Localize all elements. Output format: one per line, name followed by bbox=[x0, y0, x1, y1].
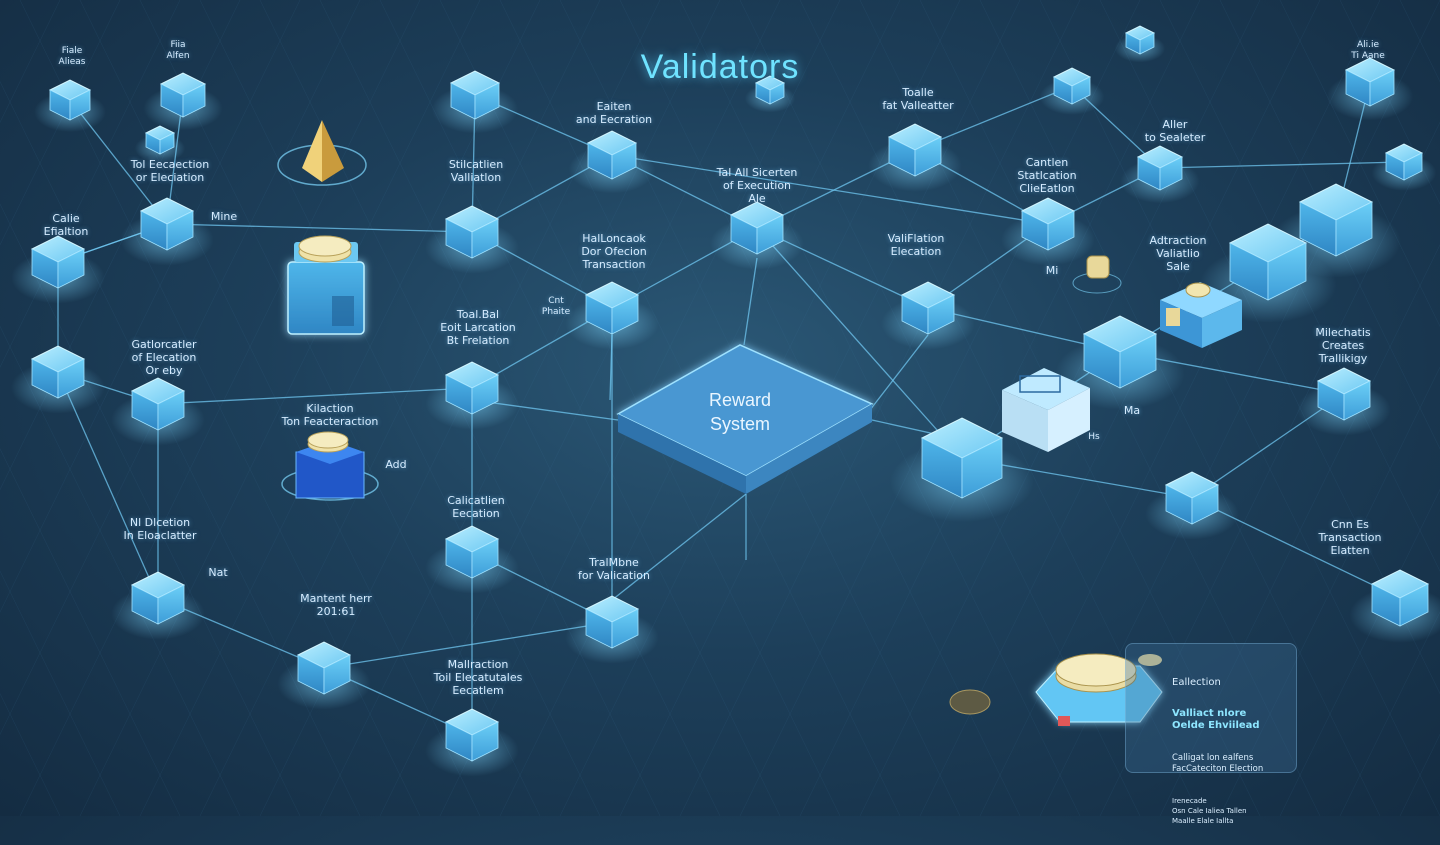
label-milechatis: Milechatis Creates Trallikigy bbox=[1315, 326, 1371, 365]
cube-node-icon[interactable] bbox=[1020, 197, 1076, 251]
validator-nodes bbox=[30, 25, 1430, 762]
data-server-icon bbox=[1002, 368, 1090, 452]
legend-panel bbox=[1125, 643, 1297, 773]
label-kilaction: Kilaction Ton Feacteraction bbox=[281, 402, 379, 428]
reward-line-2: System bbox=[709, 414, 770, 434]
label-mine: Mine bbox=[210, 210, 238, 223]
cube-node-icon[interactable] bbox=[1370, 569, 1430, 627]
label-calie: Calie Efialtion bbox=[43, 212, 89, 238]
cube-node-icon[interactable] bbox=[159, 72, 207, 118]
legend-line-3: Calligat lon ealfens FacCateciton Electi… bbox=[1172, 753, 1264, 774]
label-add: Add bbox=[385, 458, 407, 471]
cube-node-icon[interactable] bbox=[1124, 25, 1156, 55]
label-tol-eecaection: Tol Eecaection or Eleciation bbox=[130, 158, 210, 184]
cube-node-icon[interactable] bbox=[130, 377, 186, 431]
cube-node-icon[interactable] bbox=[729, 201, 785, 255]
label-fiia: Fiia Alfen bbox=[166, 40, 190, 61]
cube-node-icon[interactable] bbox=[30, 235, 86, 289]
label-stilcatlien: Stilcatlien Valliatlon bbox=[448, 158, 504, 184]
cube-node-icon[interactable] bbox=[444, 361, 500, 415]
cube-node-icon[interactable] bbox=[1228, 223, 1308, 301]
reward-line-1: Reward bbox=[708, 390, 772, 410]
label-toalbal: Toal.Bal Eoit Larcation Bt Frelation bbox=[440, 308, 516, 347]
cube-node-icon[interactable] bbox=[920, 417, 1004, 499]
coin-jar-icon bbox=[287, 235, 365, 335]
label-cantlen: Cantlen Statlcation ClieEatlon bbox=[1017, 156, 1077, 195]
big-coin-platform-icon bbox=[949, 653, 1163, 726]
network-diagram bbox=[0, 0, 1440, 816]
cube-node-icon[interactable] bbox=[584, 281, 640, 335]
label-toalle: Toalle fat Valleatter bbox=[882, 86, 954, 112]
label-adtraction: Adtraction Valiatlio Sale bbox=[1149, 234, 1207, 273]
label-mallraction: Mallraction Toil Elecatutales Eecatlem bbox=[433, 658, 523, 697]
cube-node-icon[interactable] bbox=[130, 571, 186, 625]
label-ma: Ma bbox=[1123, 404, 1141, 417]
label-calicatlien: Calicatlien Eecation bbox=[447, 494, 505, 520]
label-hal: HalLoncaok Dor Ofecion Transaction bbox=[581, 232, 647, 271]
label-nl-dlcetion: Nl Dlcetion In Eloaclatter bbox=[123, 516, 197, 542]
cube-node-icon[interactable] bbox=[1298, 183, 1374, 257]
cube-node-icon[interactable] bbox=[1136, 145, 1184, 191]
cube-node-icon[interactable] bbox=[444, 205, 500, 259]
cube-node-icon[interactable] bbox=[444, 525, 500, 579]
label-aliie: Ali.ie Ti Aane bbox=[1351, 40, 1385, 61]
cube-node-icon[interactable] bbox=[144, 125, 176, 155]
legend-text: Eallection Valliact nlore Oelde Ehviilea… bbox=[1172, 658, 1292, 845]
coin-token-icon bbox=[1072, 255, 1122, 294]
label-nat: Nat bbox=[208, 566, 228, 579]
cube-node-icon[interactable] bbox=[1052, 67, 1092, 105]
legend-line-1: Eallection bbox=[1172, 677, 1221, 688]
cube-node-icon[interactable] bbox=[48, 79, 92, 121]
label-mi: Mi bbox=[1045, 264, 1059, 277]
cube-node-icon[interactable] bbox=[1164, 471, 1220, 525]
pyramid-icon bbox=[277, 120, 367, 186]
label-mantent: Mantent herr 201:61 bbox=[300, 592, 372, 618]
reward-system-label[interactable]: Reward System bbox=[640, 388, 840, 436]
cube-node-icon[interactable] bbox=[1344, 57, 1396, 107]
cube-node-icon[interactable] bbox=[30, 345, 86, 399]
cube-node-icon[interactable] bbox=[584, 595, 640, 649]
label-eaiten: Eaiten and Eecration bbox=[575, 100, 653, 126]
label-hs: Hs bbox=[1088, 432, 1100, 442]
legend-line-4: Irenecade Osn Cale Ialiea Tallen Maalle … bbox=[1172, 797, 1247, 825]
label-tal-all: Tal All Sicerten of Execution Ale bbox=[716, 166, 798, 205]
label-trallmbne: TralMbne for Valication bbox=[577, 556, 651, 582]
wallet-device-icon bbox=[1160, 282, 1242, 348]
cube-node-icon[interactable] bbox=[1082, 315, 1158, 389]
reward-system-platform[interactable] bbox=[616, 344, 874, 494]
label-fiale: Fiale Alieas bbox=[58, 46, 86, 67]
cube-node-icon[interactable] bbox=[1316, 367, 1372, 421]
legend-line-2: Valliact nlore Oelde Ehviilead bbox=[1172, 708, 1260, 731]
cube-node-icon[interactable] bbox=[444, 708, 500, 762]
label-valiflation: ValiFlation Elecation bbox=[887, 232, 945, 258]
cube-node-icon[interactable] bbox=[887, 123, 943, 177]
cube-node-icon[interactable] bbox=[296, 641, 352, 695]
cube-node-icon[interactable] bbox=[1384, 143, 1424, 181]
label-cnt: Cnt Phaite bbox=[541, 296, 571, 317]
cube-node-icon[interactable] bbox=[449, 70, 501, 120]
label-aller: Aller to Sealeter bbox=[1144, 118, 1206, 144]
label-cnn-es: Cnn Es Transaction Elatten bbox=[1318, 518, 1382, 557]
cube-node-icon[interactable] bbox=[586, 130, 638, 180]
page-title: Validators bbox=[640, 48, 800, 86]
coin-stack-icon bbox=[281, 431, 379, 501]
label-gatlorcatler: Gatlorcatler of Elecation Or eby bbox=[131, 338, 197, 377]
cube-node-icon[interactable] bbox=[754, 75, 786, 105]
cube-node-icon[interactable] bbox=[139, 197, 195, 251]
cube-node-icon[interactable] bbox=[900, 281, 956, 335]
